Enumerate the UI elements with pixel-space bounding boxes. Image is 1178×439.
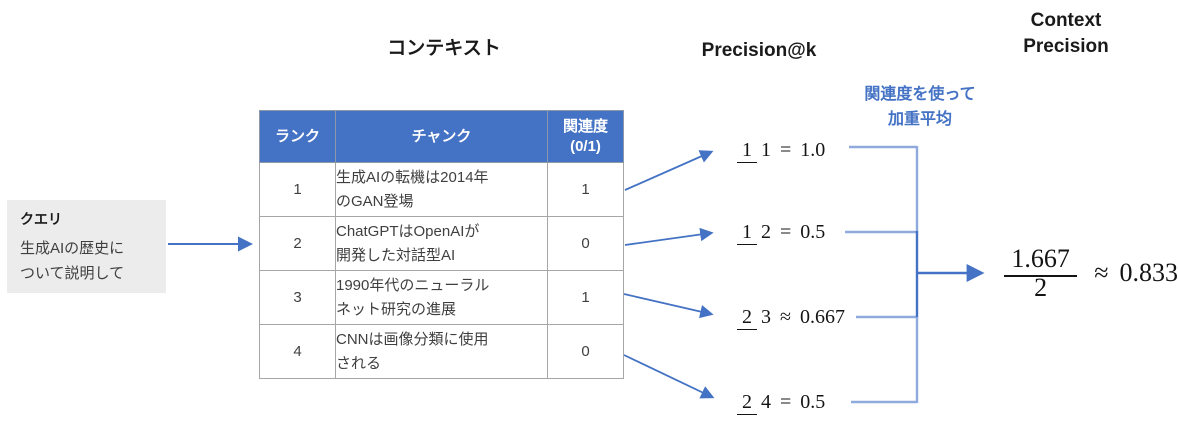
precision-value: 0.5 [800,220,826,243]
rank-cell: 1 [259,162,336,217]
fraction-denominator: 1 [761,138,771,161]
fraction: 1 1 [737,138,771,163]
row4-to-fraction-arrow [623,354,715,399]
header-chunk: チャンク [335,110,548,163]
context-precision-result-formula: 1.667 2 ≈ 0.833 [998,241,1178,305]
relevance-cell: 0 [547,216,624,271]
fraction-numerator: 2 [737,390,757,415]
context-section-title: コンテキスト [387,38,501,59]
table-header-row: ランク チャンク 関連度 (0/1) [259,110,624,163]
precision-value: 0.667 [799,305,845,328]
relation-symbol: = [780,390,792,413]
precision-at-k-title: Precision@k [701,40,817,61]
fraction: 2 3 [737,305,771,330]
precision-at-4-formula: 2 4 = 0.5 [737,365,825,439]
query-box: クエリ 生成AIの歴史に ついて説明して [7,200,166,293]
fraction-numerator: 2 [737,305,757,330]
relation-symbol: = [780,220,792,243]
chunk-cell: 1990年代のニューラル ネット研究の進展 [335,270,548,325]
fraction-numerator: 1.667 [1004,244,1077,277]
table-row: 2 ChatGPTはOpenAIが 開発した対話型AI 0 [259,216,624,271]
context-chunks-table: ランク チャンク 関連度 (0/1) 1 生成AIの転機は2014年 のGAN登… [259,110,624,379]
fraction: 1.667 2 [998,244,1083,302]
table-row: 3 1990年代のニューラル ネット研究の進展 1 [259,270,624,325]
relevance-cell: 1 [547,162,624,217]
table-row: 4 CNNは画像分類に使用 される 0 [259,324,624,379]
chunk-cell: 生成AIの転機は2014年 のGAN登場 [335,162,548,217]
rank-cell: 2 [259,216,336,271]
fraction-numerator: 1 [737,220,757,245]
weighted-average-note: 関連度を使って 加重平均 [864,86,976,128]
relation-symbol: ≈ [1094,258,1109,287]
precision-at-1-formula: 1 1 = 1.0 [737,113,825,187]
fraction-denominator: 2 [1034,273,1048,302]
query-text: 生成AIの歴史に ついて説明して [20,240,125,282]
fraction-numerator: 1 [737,138,757,163]
precision-value: 0.5 [800,390,826,413]
query-label: クエリ [20,211,62,227]
table-row: 1 生成AIの転機は2014年 のGAN登場 1 [259,162,624,217]
context-precision-title: Context Precision [966,8,1166,60]
fraction: 1 2 [737,220,771,245]
precision-at-3-formula: 2 3 ≈ 0.667 [737,280,845,354]
relation-symbol: = [780,138,792,161]
rank-cell: 4 [259,324,336,379]
header-rank: ランク [259,110,336,163]
context-precision-title-line2: Precision [1023,36,1109,57]
precision-value: 1.0 [800,138,826,161]
result-value: 0.833 [1119,258,1178,287]
relevance-cell: 0 [547,324,624,379]
fraction-denominator: 3 [761,305,771,328]
relation-symbol: ≈ [780,305,791,328]
rank-cell: 3 [259,270,336,325]
fraction-denominator: 4 [761,390,771,413]
row1-to-fraction-arrow [624,150,714,191]
chunk-cell: ChatGPTはOpenAIが 開発した対話型AI [335,216,548,271]
context-precision-title-line1: Context [1030,10,1102,31]
header-relevance: 関連度 (0/1) [547,110,624,163]
row3-to-fraction-arrow [623,293,714,319]
fraction-denominator: 2 [761,220,771,243]
relevance-cell: 1 [547,270,624,325]
precision-at-2-formula: 1 2 = 0.5 [737,195,825,269]
fraction: 2 4 [737,390,771,415]
chunk-cell: CNNは画像分類に使用 される [335,324,548,379]
row2-to-fraction-arrow [624,227,714,246]
